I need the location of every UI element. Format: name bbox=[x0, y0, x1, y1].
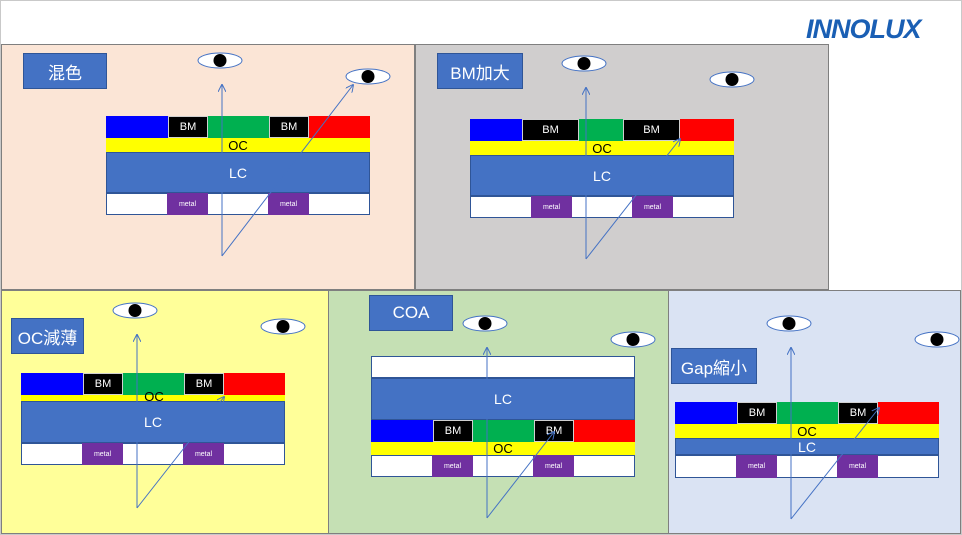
cf-substrate bbox=[371, 356, 635, 378]
tft-substrate bbox=[21, 443, 285, 465]
panel-stack-color-mixing: BM BM OC LC metal metal bbox=[106, 116, 370, 215]
color-filter-blue bbox=[371, 420, 433, 442]
panel-stack-coa: LC BM BM OC metal metal bbox=[371, 356, 635, 477]
eye-icon bbox=[610, 331, 656, 348]
color-filter-green bbox=[208, 116, 269, 138]
metal-line: metal bbox=[268, 193, 309, 215]
color-filter-red bbox=[680, 119, 734, 141]
color-filter-blue bbox=[470, 119, 522, 141]
black-matrix: BM bbox=[184, 373, 224, 395]
color-filter-blue bbox=[21, 373, 83, 395]
metal-line: metal bbox=[531, 196, 572, 218]
color-filter-red bbox=[224, 373, 285, 395]
eye-icon bbox=[345, 68, 391, 85]
black-matrix: BM bbox=[534, 420, 574, 442]
panel-label-thinner-oc: OC減薄 bbox=[11, 318, 84, 354]
black-matrix: BM bbox=[168, 116, 208, 138]
color-filter-green bbox=[777, 402, 838, 424]
overcoat-layer: OC bbox=[106, 138, 370, 153]
black-matrix: BM bbox=[522, 119, 579, 141]
panel-label-color-mixing: 混色 bbox=[23, 53, 107, 89]
black-matrix: BM bbox=[623, 119, 680, 141]
panel-stack-thinner-oc: BM BM OC LC metal metal bbox=[21, 373, 285, 465]
metal-line: metal bbox=[183, 443, 224, 465]
eye-icon bbox=[260, 318, 306, 335]
overcoat-layer: OC bbox=[371, 441, 635, 456]
color-filter-red bbox=[309, 116, 370, 138]
color-filter-green bbox=[123, 373, 184, 395]
black-matrix: BM bbox=[83, 373, 123, 395]
liquid-crystal-layer: LC bbox=[21, 401, 285, 443]
liquid-crystal-layer: LC bbox=[675, 438, 939, 455]
eye-icon bbox=[709, 71, 755, 88]
tft-substrate bbox=[106, 193, 370, 215]
panel-label-reduced-gap: Gap縮小 bbox=[671, 348, 757, 384]
black-matrix: BM bbox=[838, 402, 878, 424]
tft-substrate bbox=[371, 455, 635, 477]
overcoat-layer: OC bbox=[675, 424, 939, 439]
color-filter-blue bbox=[106, 116, 168, 138]
black-matrix: BM bbox=[433, 420, 473, 442]
color-filter-green bbox=[579, 119, 623, 141]
panel-label-coa: COA bbox=[369, 295, 453, 331]
tft-substrate bbox=[675, 455, 939, 478]
metal-line: metal bbox=[533, 455, 574, 477]
panel-stack-reduced-gap: BM BM OC LC metal metal bbox=[675, 402, 939, 478]
metal-line: metal bbox=[82, 443, 123, 465]
overcoat-layer: OC bbox=[470, 141, 734, 156]
innolux-logo: INNOLUX bbox=[806, 14, 921, 44]
liquid-crystal-layer: LC bbox=[106, 152, 370, 193]
black-matrix: BM bbox=[737, 402, 777, 424]
panel-stack-enlarged-bm: BM BM OC LC metal metal bbox=[470, 119, 734, 218]
liquid-crystal-layer: LC bbox=[470, 155, 734, 196]
eye-icon bbox=[197, 52, 243, 69]
metal-line: metal bbox=[167, 193, 208, 215]
eye-icon bbox=[462, 315, 508, 332]
metal-line: metal bbox=[632, 196, 673, 218]
panel-label-enlarged-bm: BM加大 bbox=[437, 53, 523, 89]
color-filter-blue bbox=[675, 402, 737, 424]
eye-icon bbox=[914, 331, 960, 348]
eye-icon bbox=[561, 55, 607, 72]
color-filter-red bbox=[574, 420, 635, 442]
eye-icon bbox=[112, 302, 158, 319]
color-filter-green bbox=[473, 420, 534, 442]
black-matrix: BM bbox=[269, 116, 309, 138]
color-filter-red bbox=[878, 402, 939, 424]
eye-icon bbox=[766, 315, 812, 332]
liquid-crystal-layer: LC bbox=[371, 378, 635, 420]
metal-line: metal bbox=[736, 455, 777, 478]
tft-substrate bbox=[470, 196, 734, 218]
metal-line: metal bbox=[837, 455, 878, 478]
metal-line: metal bbox=[432, 455, 473, 477]
